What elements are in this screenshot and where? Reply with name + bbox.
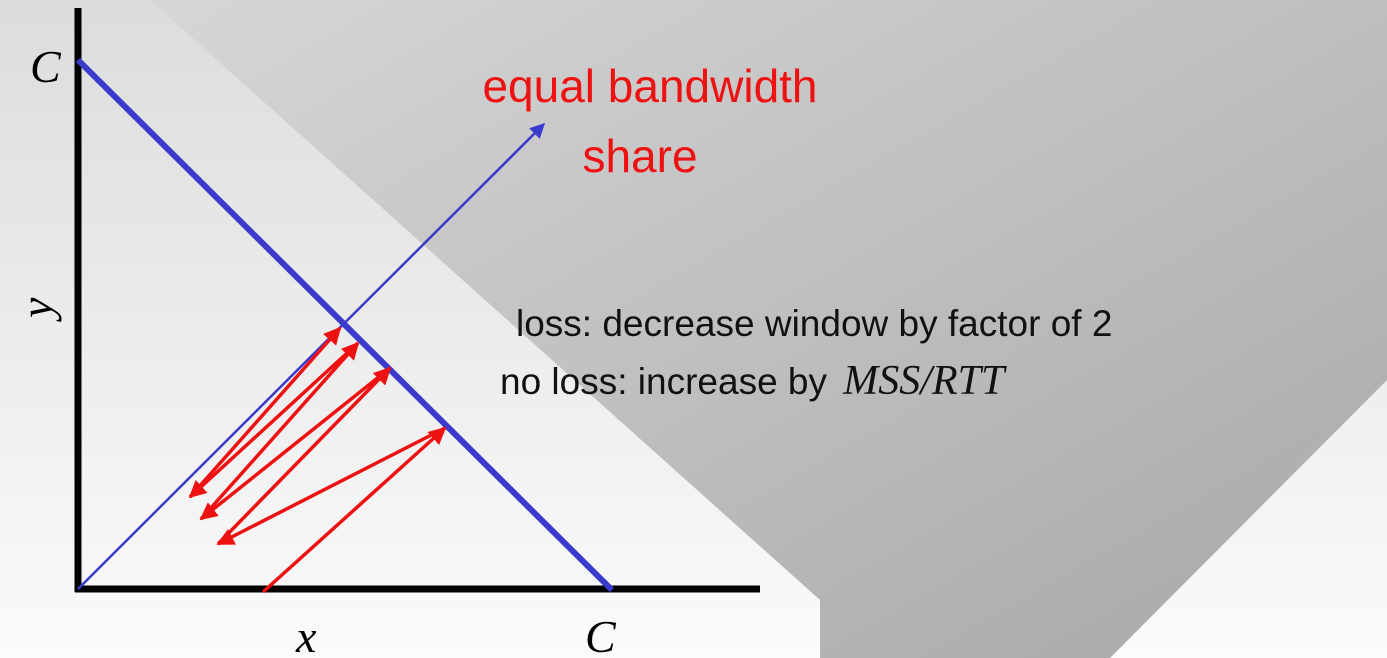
trajectory-increase-1 xyxy=(261,426,447,594)
trajectory-increase-4 xyxy=(188,326,342,499)
trajectory-decrease-3 xyxy=(188,341,360,499)
loss-rule-text: loss: decrease window by factor of 2 xyxy=(516,303,1112,344)
c-top-label: C xyxy=(30,41,62,92)
no-loss-rule-text: no loss: increase by MSS/RTT xyxy=(500,358,1007,404)
no-loss-rule-formula: MSS/RTT xyxy=(842,358,1007,404)
equal-share-label-line2: share xyxy=(582,130,697,182)
aimd-trajectory xyxy=(188,326,447,594)
equal-share-line xyxy=(77,122,546,590)
trajectory-decrease-2 xyxy=(199,366,392,521)
trajectory-increase-2 xyxy=(216,366,392,546)
background-diagonal-band xyxy=(150,0,1387,658)
c-bottom-label: C xyxy=(585,611,617,658)
trajectory-increase-3 xyxy=(199,341,360,521)
trajectory-decrease-1 xyxy=(216,426,446,546)
no-loss-rule-prefix: no loss: increase by xyxy=(500,361,837,402)
equal-share-label-line1: equal bandwidth xyxy=(482,60,817,112)
capacity-line xyxy=(75,57,615,593)
x-axis-label: x xyxy=(295,611,317,658)
y-axis-label: y xyxy=(11,297,62,322)
